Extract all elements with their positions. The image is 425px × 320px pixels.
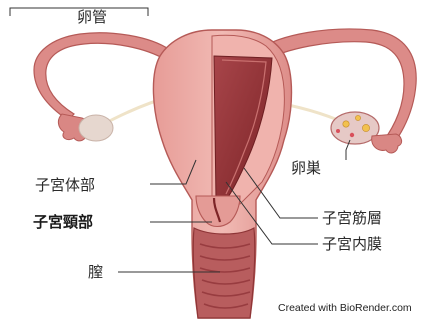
label-endometrium: 子宮内膜	[322, 235, 382, 253]
biorender-credit: Created with BioRender.com	[278, 302, 412, 314]
left-fallopian-tube	[34, 33, 170, 120]
follicle	[350, 133, 354, 137]
label-ovary: 卵巣	[291, 159, 321, 177]
follicle	[362, 124, 369, 131]
follicle	[343, 121, 349, 127]
label-myometrium: 子宮筋層	[322, 209, 382, 227]
label-fallopian-tube: 卵管	[77, 8, 107, 26]
follicle	[336, 129, 340, 133]
left-ovary	[79, 115, 113, 141]
label-vagina: 膣	[88, 263, 103, 281]
right-fimbriae	[372, 134, 402, 153]
label-uterine-body: 子宮体部	[35, 176, 95, 194]
follicle	[355, 115, 360, 120]
label-cervix: 子宮頸部	[33, 213, 93, 231]
